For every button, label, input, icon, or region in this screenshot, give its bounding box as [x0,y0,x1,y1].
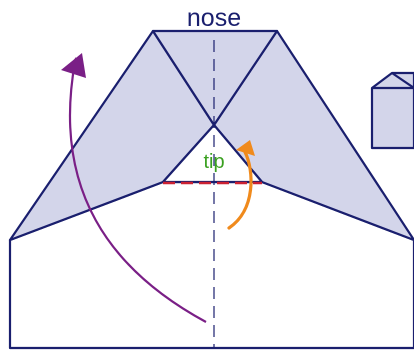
fold-arrow [68,57,207,323]
inset-shape [370,71,414,150]
inset-diagonal [391,72,414,89]
tip-arrow [227,150,253,230]
nose-flap [151,29,279,127]
tip-triangle [161,123,264,184]
tip-arrow-head [236,140,255,156]
tip-label: tip [203,151,224,173]
fold-arrow-head [61,53,86,78]
nose-label: nose [187,4,241,32]
